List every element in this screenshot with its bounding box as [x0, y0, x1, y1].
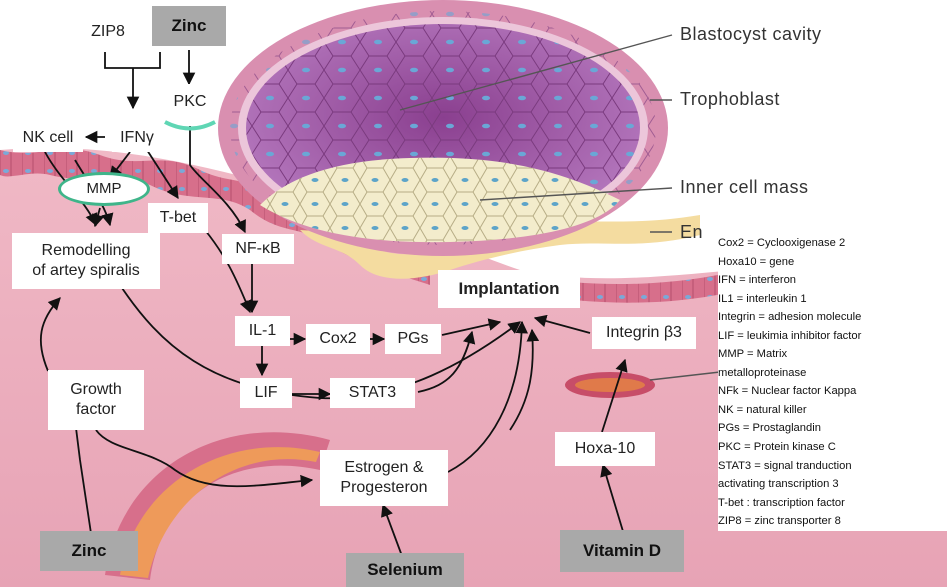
node-nk-cell: NK cell	[13, 124, 83, 152]
label-trophoblast: Trophoblast	[680, 89, 780, 110]
node-nf-kb: NF-κB	[222, 234, 294, 264]
node-implantation: Implantation	[438, 270, 580, 308]
label-inner-cell-mass: Inner cell mass	[680, 177, 809, 198]
node-zinc-top: Zinc	[152, 6, 226, 46]
node-stat3: STAT3	[330, 378, 415, 408]
node-lif: LIF	[240, 378, 292, 408]
legend-item: Integrin = adhesion molecule	[718, 308, 947, 327]
node-integrin-b3: Integrin β3	[592, 317, 696, 349]
blastocyst	[218, 0, 668, 256]
legend-item: PGs = Prostaglandin	[718, 419, 947, 438]
node-growth-factor: Growth factor	[48, 370, 144, 430]
legend-item: LIF = leukimia inhibitor factor	[718, 327, 947, 346]
node-cox2: Cox2	[306, 324, 370, 354]
node-selenium: Selenium	[346, 553, 464, 587]
node-zip8: ZIP8	[84, 13, 132, 50]
legend-item: Hoxa10 = gene	[718, 253, 947, 272]
legend-item: T-bet : transcription factor	[718, 494, 947, 513]
legend-item: PKC = Protein kinase C	[718, 438, 947, 457]
legend-item: NK = natural killer	[718, 401, 947, 420]
legend-item: Cox2 = Cyclooxigenase 2	[718, 234, 947, 253]
legend-item: MMP = Matrix	[718, 345, 947, 364]
node-vitamin-d: Vitamin D	[560, 530, 684, 572]
node-pkc: PKC	[162, 84, 218, 120]
legend-item: IL1 = interleukin 1	[718, 290, 947, 309]
legend-item: STAT3 = signal tranduction	[718, 457, 947, 476]
legend-item: ZIP8 = zinc transporter 8	[718, 512, 947, 531]
pkc-accent	[165, 122, 215, 129]
label-endometrium: En	[680, 222, 703, 243]
legend-item: activating transcription 3	[718, 475, 947, 494]
node-zinc-bottom: Zinc	[40, 531, 138, 571]
legend-item: IFN = interferon	[718, 271, 947, 290]
node-t-bet: T-bet	[148, 203, 208, 233]
legend-item: metalloproteinase	[718, 364, 947, 383]
node-pgs: PGs	[385, 324, 441, 354]
node-estrogen-progesteron: Estrogen & Progesteron	[320, 450, 448, 506]
abbreviation-legend: Cox2 = Cyclooxigenase 2 Hoxa10 = gene IF…	[718, 234, 947, 531]
node-mmp: MMP	[58, 172, 150, 206]
legend-item: NFk = Nuclear factor Kappa	[718, 382, 947, 401]
node-hoxa-10: Hoxa-10	[555, 432, 655, 466]
node-il-1: IL-1	[235, 316, 290, 346]
label-blastocyst-cavity: Blastocyst cavity	[680, 24, 822, 45]
node-remodelling: Remodelling of artey spiralis	[12, 233, 160, 289]
node-ifn-gamma: IFNγ	[112, 124, 162, 152]
